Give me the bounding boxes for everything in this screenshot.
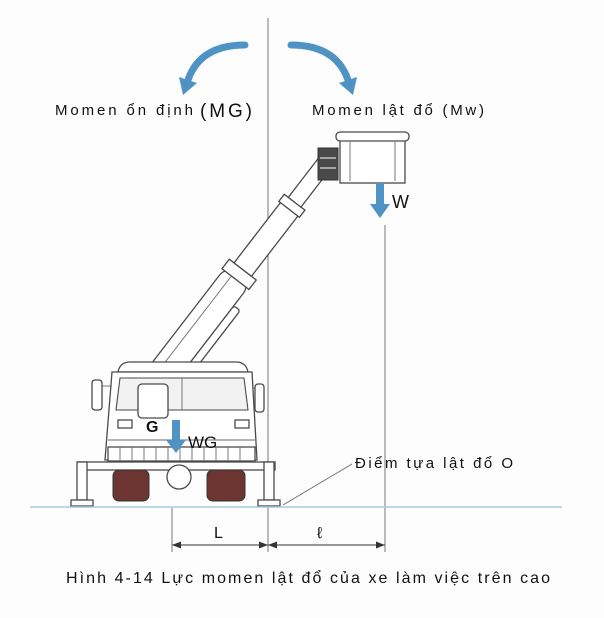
- left-headlight: [117, 419, 133, 429]
- left-outrigger-leg: [76, 461, 88, 501]
- left-outrigger-pad: [70, 499, 94, 507]
- tipping-point-leader: [282, 463, 353, 506]
- dimension-arrowhead: [259, 541, 268, 549]
- right-mirror: [254, 383, 265, 413]
- overturning-moment-label: Momen lật đổ (Mw): [312, 102, 484, 119]
- vehicle-weight-label: WG: [188, 433, 217, 452]
- stabilizing-moment-symbol: (MG): [200, 101, 252, 122]
- boom-turret: [137, 383, 169, 419]
- bucket-body: [339, 139, 406, 184]
- load-weight-label: W: [392, 192, 409, 212]
- cab-roof: [117, 361, 249, 373]
- stabilizing-moment-arrowhead: [179, 77, 197, 95]
- front-grille: [107, 446, 256, 462]
- tipping-point-label: Điểm tựa lật đổ O: [355, 455, 513, 472]
- load-weight-arrowhead: [370, 204, 390, 218]
- vehicle-weight-arrowhead: [166, 440, 186, 453]
- stabilizing-moment-arrow-icon: [184, 41, 249, 84]
- overturning-moment-arrow-icon: [287, 41, 352, 84]
- figure-caption: Hình 4-14 Lực momen lật đổ của xe làm vi…: [66, 569, 550, 587]
- bucket-rim: [335, 131, 410, 142]
- overturning-moment-arrowhead: [339, 77, 357, 95]
- bucket-bracket: [317, 147, 339, 181]
- right-headlight: [234, 419, 250, 429]
- boom-middle-section: [233, 200, 300, 278]
- distance-L-label: L: [214, 525, 223, 542]
- right-outrigger-pad: [257, 499, 281, 507]
- right-tire: [206, 469, 246, 502]
- dimension-arrowhead: [376, 541, 385, 549]
- dimension-arrowhead: [268, 541, 277, 549]
- center-hub: [166, 464, 192, 490]
- dimension-arrowhead: [172, 541, 181, 549]
- stabilizing-moment-label: Momen ổn định: [55, 102, 193, 119]
- center-of-gravity-label: G: [146, 419, 158, 436]
- left-mirror: [91, 379, 103, 411]
- left-tire: [112, 469, 150, 502]
- right-outrigger-leg: [263, 461, 275, 501]
- load-weight-arrow-icon: [376, 183, 384, 205]
- distance-l-label: ℓ: [317, 525, 322, 542]
- vehicle-weight-arrow-icon: [172, 420, 180, 441]
